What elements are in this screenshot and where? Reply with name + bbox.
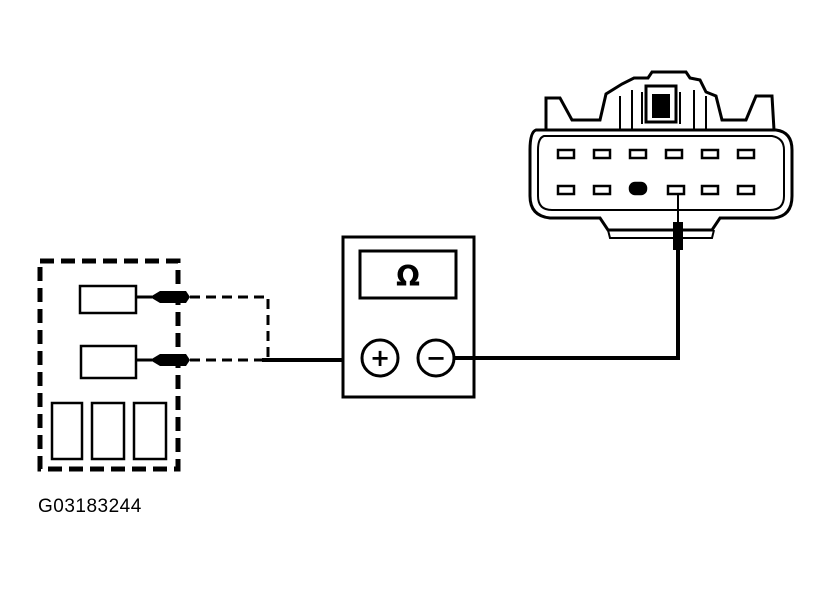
fuse-box-outline xyxy=(37,258,181,472)
relay-1 xyxy=(50,401,84,461)
relay-2 xyxy=(90,401,126,461)
positive-terminal xyxy=(360,338,400,378)
probe-top xyxy=(136,291,190,303)
connector-body xyxy=(528,128,794,232)
negative-terminal-label: − xyxy=(426,344,446,372)
harness-connector xyxy=(528,70,794,239)
ohm-symbol: Ω xyxy=(396,260,420,293)
dashed-leads xyxy=(190,295,270,362)
meter-display xyxy=(358,249,458,300)
fuse-box xyxy=(37,258,181,472)
positive-terminal-label: + xyxy=(370,344,390,372)
connector-pins xyxy=(556,148,756,196)
ohmmeter: Ω + − xyxy=(341,235,476,399)
fuse-top xyxy=(78,284,138,315)
connector-latch xyxy=(544,70,776,131)
relay-3 xyxy=(132,401,168,461)
connector-inner-frame xyxy=(537,135,785,211)
backprobe-pin xyxy=(673,190,683,250)
negative-lead xyxy=(454,248,680,360)
figure-id: G03183244 xyxy=(38,496,142,517)
probe-bottom xyxy=(136,354,190,366)
fuse-bottom xyxy=(79,344,138,380)
